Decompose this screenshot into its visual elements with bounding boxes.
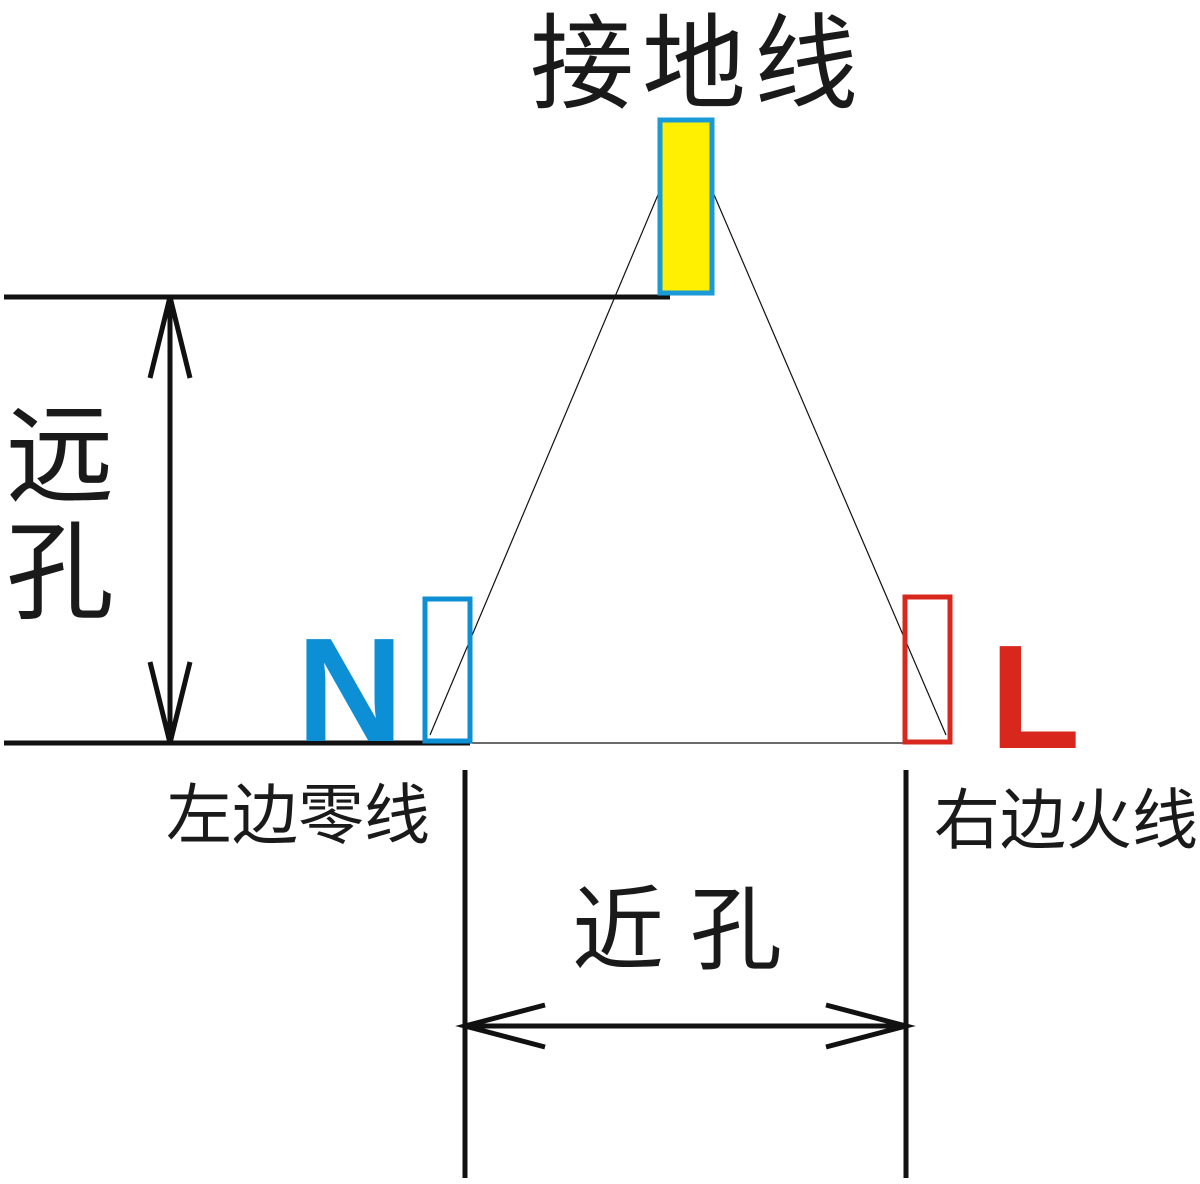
neutral-letter: N [297, 608, 404, 773]
left-neutral-label: 左边零线 [166, 777, 430, 854]
ground-hole [657, 117, 715, 296]
right-live-label: 右边火线 [934, 782, 1198, 859]
live-letter: L [990, 615, 1080, 780]
far-hole-label-char1: 远 [6, 394, 114, 519]
live-hole [902, 594, 953, 745]
far-hole-label-char2: 孔 [6, 511, 114, 636]
triangle-edge-ground-to-live [711, 189, 947, 736]
near-hole-dimension-arrow [455, 1002, 916, 1050]
triangle-edge-ground-to-neutral [429, 189, 661, 736]
near-hole-label: 近孔 [572, 877, 808, 984]
ground-wire-label: 接地线 [530, 3, 866, 125]
neutral-hole [422, 596, 473, 744]
far-hole-dimension-arrow [147, 296, 193, 744]
